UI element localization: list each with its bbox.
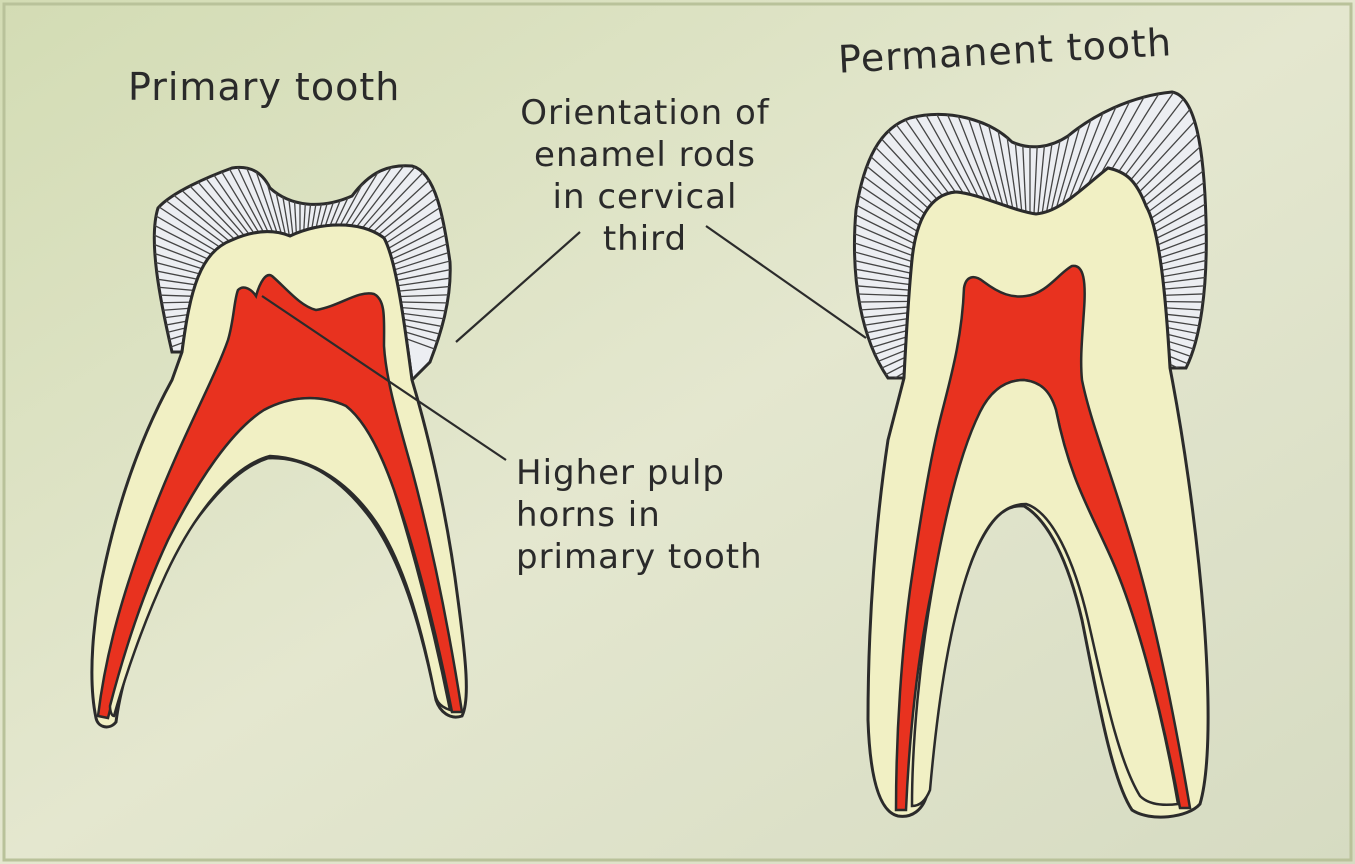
pulp-horns-label: Higher pulp horns in primary tooth [516,452,763,578]
primary-tooth-label: Primary tooth [128,66,400,108]
enamel-rods-label: Orientation of enamel rods in cervical t… [500,92,790,260]
